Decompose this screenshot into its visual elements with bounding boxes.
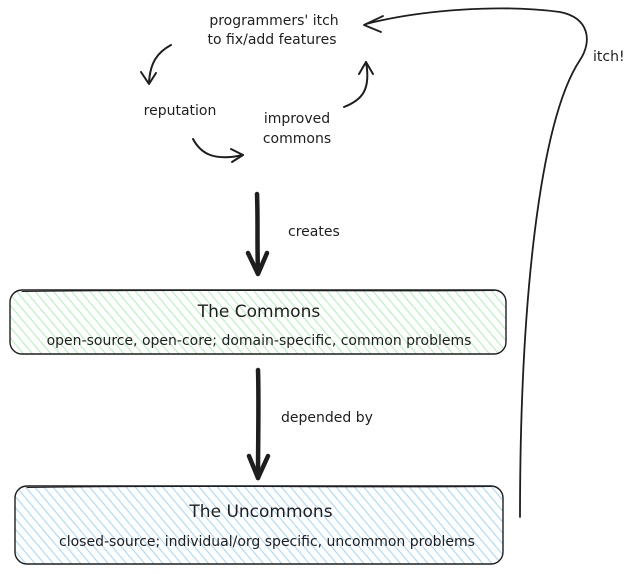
commons-title: The Commons — [197, 302, 321, 322]
commons-to-itch-arrow — [343, 61, 374, 108]
uncommons-subtitle: closed-source; individual/org specific, … — [59, 534, 475, 550]
uncommons-box: The Uncommons closed-source; individual/… — [14, 485, 504, 565]
itch-feedback-arrow — [363, 7, 588, 518]
creates-arrow — [245, 191, 270, 277]
itch-feedback-label: itch! — [593, 49, 625, 65]
depended-by-label: depended by — [281, 410, 373, 426]
creates-label: creates — [288, 224, 340, 240]
reputation-label: reputation — [144, 103, 217, 119]
improved-commons-label-line2: commons — [263, 131, 331, 147]
itch-label-line2: to fix/add features — [208, 32, 337, 48]
uncommons-title: The Uncommons — [188, 502, 332, 522]
commons-box: The Commons open-source, open-core; doma… — [9, 289, 507, 355]
depended-by-arrow — [246, 367, 271, 481]
reputation-to-commons-arrow — [192, 138, 244, 163]
improved-commons-label-line1: improved — [264, 111, 330, 127]
itch-to-reputation-arrow — [140, 44, 172, 85]
commons-subtitle: open-source, open-core; domain-specific,… — [47, 333, 472, 349]
itch-label-line1: programmers' itch — [209, 13, 338, 29]
